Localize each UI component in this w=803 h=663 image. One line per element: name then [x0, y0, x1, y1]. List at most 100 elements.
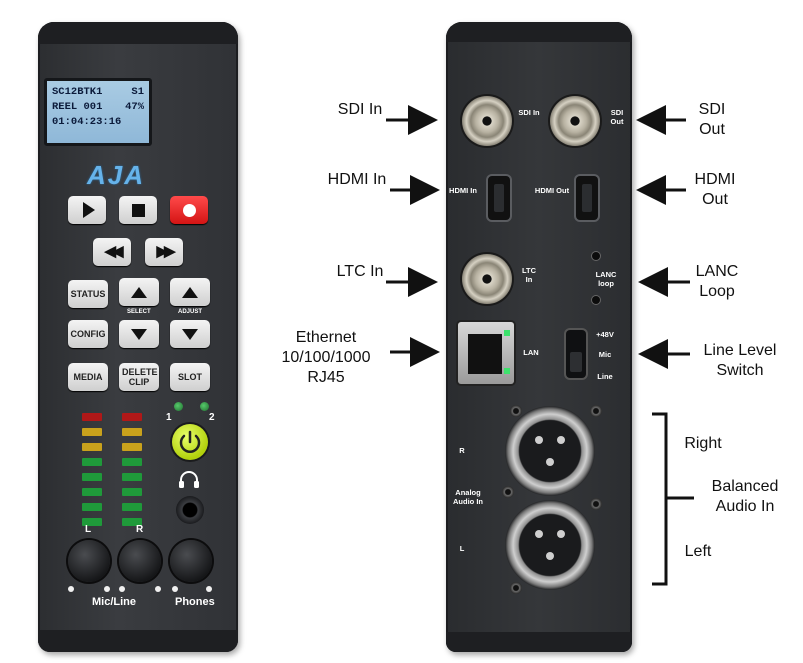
meter-segment-left: [82, 473, 102, 481]
xlr-left-input[interactable]: [505, 500, 595, 590]
hdmi-in-connector[interactable]: [488, 176, 510, 220]
meter-segment-left: [82, 413, 102, 421]
play-button[interactable]: [68, 196, 106, 224]
knob-label-l: L: [85, 524, 92, 535]
knob-dot: [104, 586, 110, 592]
ltc-in-connector[interactable]: [462, 254, 512, 304]
fast-forward-button[interactable]: ▶▶: [145, 238, 183, 266]
fast-forward-icon: ▶▶: [156, 243, 175, 260]
ethernet-socket: [468, 334, 502, 374]
lcd-clip-name: SC12BTK1: [52, 86, 103, 98]
ethernet-activity-led: [504, 368, 510, 374]
lan-port-label: LAN: [523, 348, 539, 357]
select-label: SELECT: [127, 309, 151, 315]
ethernet-port[interactable]: [458, 322, 514, 384]
annotation-balanced-audio-in: Balanced Audio In: [711, 478, 779, 515]
aja-logo: AJA: [86, 160, 145, 190]
rewind-icon: ◀◀: [104, 243, 123, 260]
screw: [502, 486, 514, 498]
meter-segment-left: [82, 518, 102, 526]
ltc-in-port-label: LTC In: [521, 266, 537, 284]
screw: [510, 405, 522, 417]
lanc-jack-1[interactable]: [592, 252, 600, 260]
analog-audio-in-label: Analog Audio In: [453, 488, 483, 506]
lanc-jack-2[interactable]: [592, 296, 600, 304]
screw: [590, 498, 602, 510]
switch-mic-label: Mic: [598, 350, 612, 359]
select-up-button[interactable]: [119, 278, 159, 306]
annotation-ltc-in: LTC In: [336, 263, 384, 280]
delete-clip-label: DELETE CLIP: [122, 367, 158, 387]
phones-label: Phones: [175, 596, 215, 608]
line-level-switch[interactable]: [566, 330, 586, 378]
switch-lever[interactable]: [570, 352, 582, 372]
power-button[interactable]: [172, 424, 208, 460]
xlr-right-input[interactable]: [505, 406, 595, 496]
annotation-sdi-in: SDI In: [337, 101, 383, 118]
led-label-2: 2: [209, 412, 215, 423]
meter-segment-left: [82, 458, 102, 466]
lcd-reel: REEL 001: [52, 101, 103, 113]
knob-dot: [206, 586, 212, 592]
delete-clip-button[interactable]: DELETE CLIP: [119, 363, 159, 391]
status-led-2: [200, 402, 209, 411]
mic-line-knob-right[interactable]: [119, 540, 161, 582]
sdi-in-port-label: SDI In: [518, 108, 540, 117]
media-button[interactable]: MEDIA: [68, 363, 108, 391]
meter-segment-right: [122, 473, 142, 481]
hdmi-in-port-label: HDMI In: [449, 186, 477, 195]
rear-top-cap: [446, 22, 632, 42]
annotation-ethernet: Ethernet 10/100/1000 RJ45: [281, 329, 371, 386]
arrow-up-icon: [182, 286, 198, 298]
front-bottom-cap: [38, 630, 238, 652]
headphones-icon: [179, 471, 199, 488]
phones-volume-knob[interactable]: [170, 540, 212, 582]
led-label-1: 1: [166, 412, 172, 423]
rewind-button[interactable]: ◀◀: [93, 238, 131, 266]
meter-segment-right: [122, 488, 142, 496]
adjust-down-button[interactable]: [170, 320, 210, 348]
hdmi-out-port-label: HDMI Out: [534, 186, 570, 195]
screw: [590, 405, 602, 417]
adjust-up-button[interactable]: [170, 278, 210, 306]
meter-segment-right: [122, 518, 142, 526]
sdi-out-port-label: SDI Out: [610, 108, 624, 126]
meter-segment-right: [122, 458, 142, 466]
slot-button[interactable]: SLOT: [170, 363, 210, 391]
record-icon: [182, 203, 196, 217]
annotation-right: Right: [684, 435, 722, 452]
knob-dot: [155, 586, 161, 592]
switch-line-label: Line: [597, 372, 613, 381]
hdmi-out-connector[interactable]: [576, 176, 598, 220]
headphone-jack[interactable]: [176, 496, 204, 524]
annotation-sdi-out: SDI Out: [698, 101, 726, 138]
meter-segment-left: [82, 428, 102, 436]
front-top-cap: [38, 22, 238, 44]
status-button[interactable]: STATUS: [68, 280, 108, 308]
status-led-1: [174, 402, 183, 411]
sdi-in-connector[interactable]: [462, 96, 512, 146]
lcd-slot: S1: [131, 86, 144, 98]
annotation-hdmi-in: HDMI In: [327, 171, 387, 188]
record-button[interactable]: [170, 196, 208, 224]
sdi-out-connector[interactable]: [550, 96, 600, 146]
xlr-l-label: L: [459, 544, 465, 553]
annotation-lanc-loop: LANC Loop: [695, 263, 739, 300]
stop-button[interactable]: [119, 196, 157, 224]
arrow-up-icon: [131, 286, 147, 298]
annotation-hdmi-out: HDMI Out: [694, 171, 736, 208]
adjust-label: ADJUST: [178, 309, 203, 315]
knob-label-r: R: [136, 524, 144, 535]
meter-segment-left: [82, 503, 102, 511]
meter-segment-right: [122, 503, 142, 511]
mic-line-knob-left[interactable]: [68, 540, 110, 582]
knob-dot: [172, 586, 178, 592]
select-down-button[interactable]: [119, 320, 159, 348]
meter-segment-left: [82, 443, 102, 451]
config-button[interactable]: CONFIG: [68, 320, 108, 348]
meter-segment-left: [82, 488, 102, 496]
power-icon: [179, 430, 201, 453]
knob-dot: [119, 586, 125, 592]
xlr-r-label: R: [459, 446, 465, 455]
